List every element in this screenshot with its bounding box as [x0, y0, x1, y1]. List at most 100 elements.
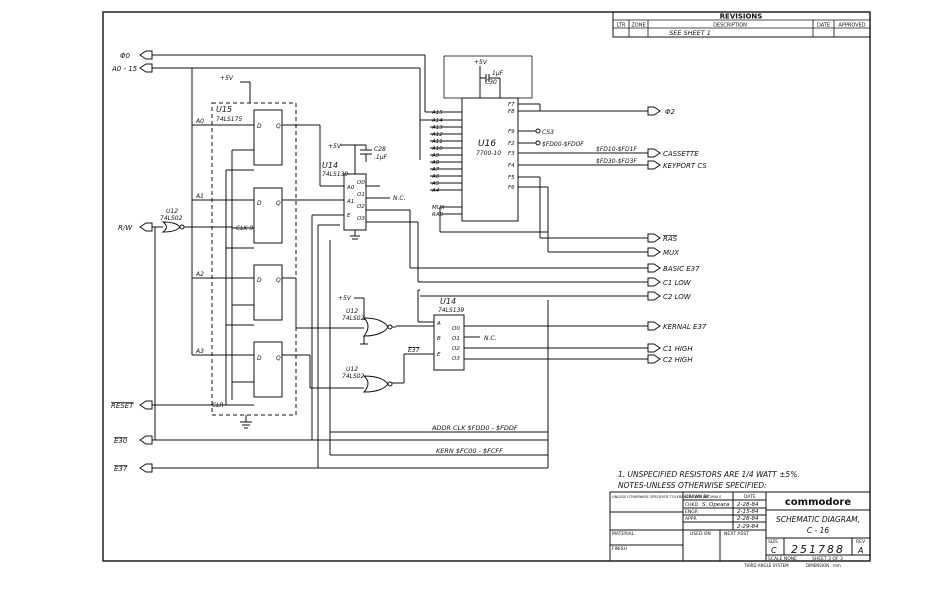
tb-title1: SCHEMATIC DIAGRAM, [776, 515, 860, 524]
u16-pin-f2: F2 [508, 141, 515, 147]
u16-pin-a5: A5 [431, 181, 440, 187]
tb-engr: ENGR [685, 509, 698, 515]
u16-part: 7700-10 [476, 150, 501, 157]
tb-scale: SCALE NONE [768, 556, 797, 562]
kernal-connector [647, 321, 661, 331]
bus-a1-label: A1 [195, 193, 204, 200]
u15-ff2-q: Q [276, 200, 281, 207]
revisions-block: REVISIONS LTR ZONE DESCRIPTION DATE APPR… [612, 11, 871, 38]
u16-pin-a8: A8 [431, 160, 440, 166]
phi0-connector [139, 50, 153, 60]
drawing-border [102, 11, 871, 562]
u16-pin-a7: A7 [431, 167, 440, 173]
tb-company: commodore [785, 497, 851, 508]
c1high-connector [647, 343, 661, 353]
title-block [609, 491, 871, 562]
basic-label: BASIC E37 [663, 265, 700, 273]
c2low-connector [647, 291, 661, 301]
u14-bottom-ref: U14 [440, 297, 456, 306]
tb-sheet: SHEET 3 OF 3 [812, 556, 843, 562]
u12-upper-ref: U12 [346, 308, 358, 315]
revisions-zone: ZONE [631, 23, 645, 29]
u14-top-a1: A1 [346, 199, 354, 205]
u16-pin-f5: F5 [508, 175, 515, 181]
u15-ff3-d: D [257, 277, 262, 284]
u12-upper-plus5v: +5V [338, 295, 352, 302]
notes-line1: 1. UNSPECIFIED RESISTORS ARE 1/4 WATT ±5… [618, 470, 800, 479]
u15-ff4-d: D [257, 355, 262, 362]
u14-top-part: 74LS139 [322, 171, 348, 178]
mux-connector [647, 247, 661, 257]
kernal-label: KERNAL E37 [663, 323, 707, 331]
u15-output-wires [282, 124, 364, 468]
u15-part: 74LS175 [216, 116, 242, 123]
fd10-label: $FD10-$FD1F [596, 146, 637, 153]
u14-top-o2: O2 [357, 204, 365, 210]
u15-ff4 [253, 341, 283, 398]
cassette-label: CASSETTE [663, 150, 699, 158]
cs3-label: CS3 [542, 129, 554, 136]
tb-drawn-date: 2-28-84 [737, 502, 759, 508]
u16-pin-f6: F6 [508, 185, 515, 191]
u16-pin-a9: A9 [431, 153, 440, 159]
tb-rev-label: REV [856, 539, 866, 545]
bus-a0-label: A0 [195, 118, 204, 125]
fd30-label: $FD30-$FD3F [596, 158, 637, 165]
u15-ff1-q: Q [276, 123, 281, 130]
revisions-ltr: LTR [617, 23, 626, 29]
u14-bottom-decoder: U14 74LS139 O0 O1 O2 O3 A B E N.C. E37 [396, 289, 648, 383]
u16-pla: U16 7700-10 +5V 1µF C30 [419, 55, 648, 253]
u15-flipflop-package: U15 74LS175 +5V D [211, 75, 297, 429]
u16-pin-a6: A6 [431, 174, 440, 180]
u16-pin-f8: F8 [508, 109, 515, 115]
revisions-title: REVISIONS [720, 13, 763, 21]
c2low-label: C2 LOW [663, 293, 692, 301]
u14-bot-o2: O2 [452, 346, 460, 352]
tb-used-on: USED ON [690, 531, 711, 537]
tb-size-label: SIZE [768, 539, 778, 545]
phi2-connector [647, 106, 661, 116]
u14-bot-o0: O0 [452, 326, 460, 332]
c28-val: .1µF [374, 154, 388, 161]
u15-ref: U15 [216, 105, 232, 114]
u15-ff1-d: D [257, 123, 262, 130]
u15-ff1 [253, 109, 283, 166]
u15-plus5v: +5V [220, 75, 234, 82]
c30-val: 1µF [492, 70, 504, 77]
u14-bottom-nc: N.C. [484, 335, 497, 342]
u16-pin-a15: A15 [431, 110, 443, 116]
u14-top-decoder: U14 74LS139 A0 A1 E O0 O1 O2 O3 [322, 143, 548, 283]
u14-top-plus5v: +5V [328, 143, 342, 150]
a0-15-connector [139, 63, 153, 73]
u14-top-o0: O0 [357, 180, 365, 186]
u16-pin-a13: A13 [431, 125, 443, 131]
phi0-label: Φ0 [120, 52, 131, 60]
c28-ref: C28 [374, 146, 386, 153]
u16-pin-mux: MUX [432, 205, 445, 211]
u14-bot-o3: O3 [452, 356, 460, 362]
rw-connector [139, 222, 153, 232]
c2high-label: C2 HIGH [663, 356, 693, 364]
u14-top-a0: A0 [346, 185, 355, 191]
c1low-label: C1 LOW [663, 279, 692, 287]
tb-tolerance: UNLESS OTHERWISE SPECIFIED TOLERANCES AR… [612, 495, 722, 499]
u15-ff2 [253, 187, 283, 244]
bus-a2-label: A2 [195, 271, 204, 278]
tb-finish: FINISH [612, 546, 627, 552]
u14-bot-a: A [436, 321, 441, 327]
tb-appr-date: 2-29-84 [737, 524, 759, 530]
u12-rw-ref: U12 [166, 208, 178, 215]
u14-bot-b: B [437, 336, 441, 342]
u14-bot-e: E [437, 352, 441, 358]
u16-pin-ras: RAS [432, 212, 444, 218]
bus-lines [329, 240, 549, 468]
tb-drawn-name: S. Opeara [702, 502, 730, 508]
u16-pin-a4: A4 [431, 188, 440, 194]
e37-connector [139, 463, 153, 473]
left-connectors [139, 50, 548, 473]
u16-pin-f4: F4 [508, 163, 515, 169]
c1low-connector [647, 277, 661, 287]
revisions-description: DESCRIPTION [713, 23, 747, 29]
